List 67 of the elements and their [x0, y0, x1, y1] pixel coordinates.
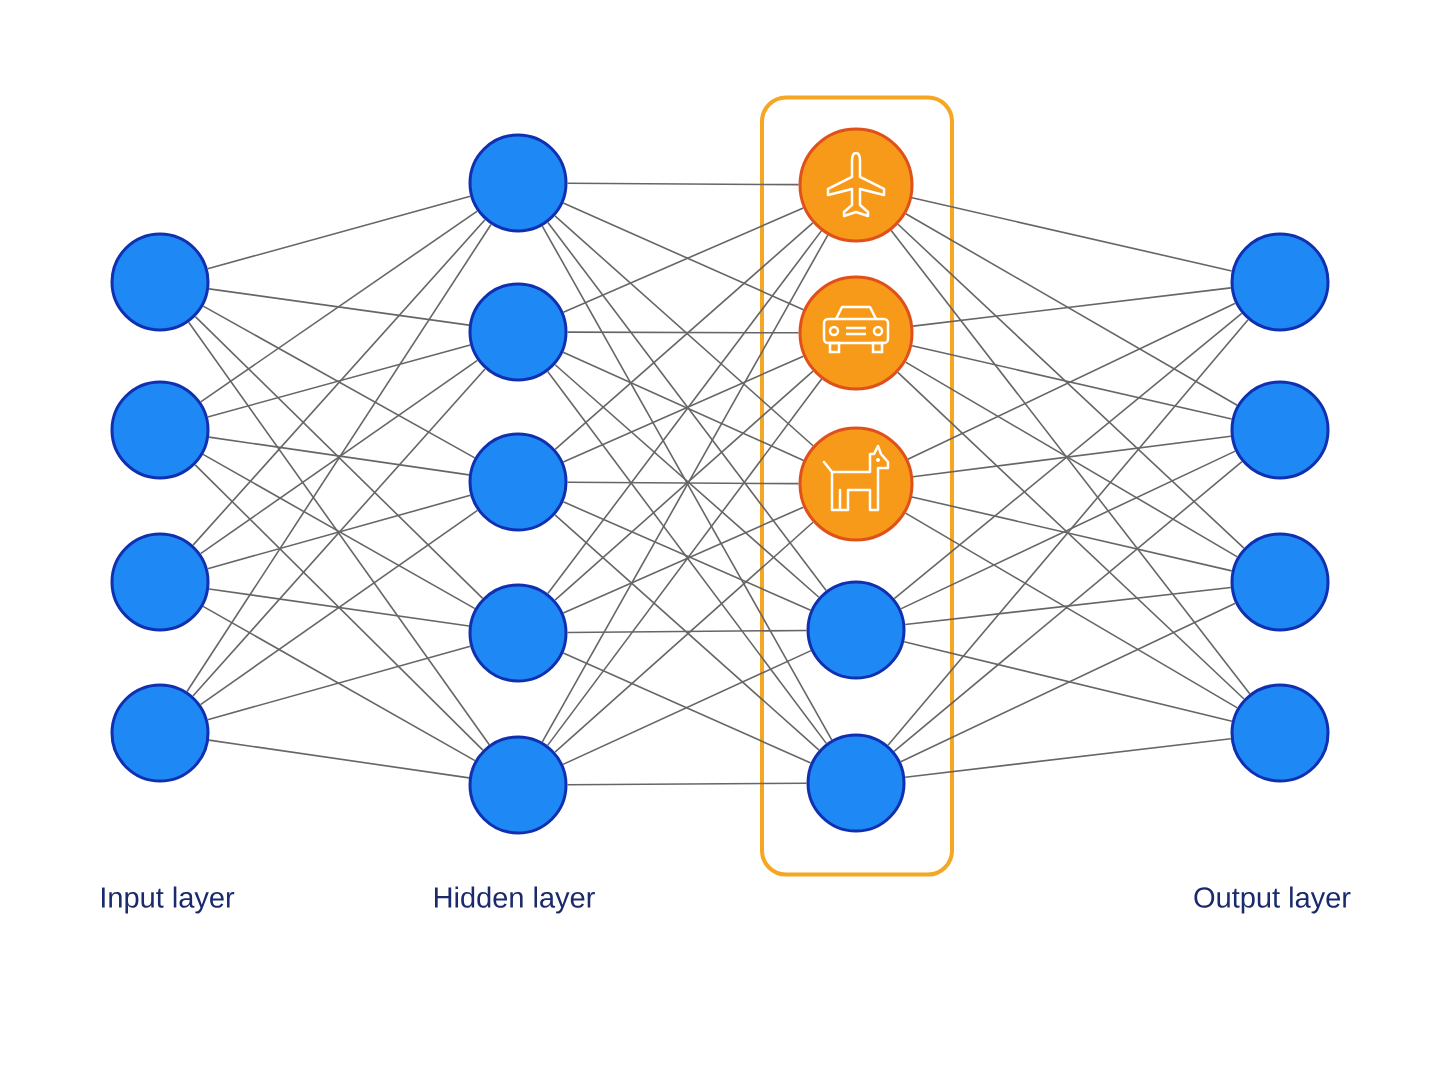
connection-line: [566, 629, 808, 634]
connection-line: [186, 223, 492, 693]
neuron-circle: [806, 580, 906, 680]
connection-line: [897, 223, 1245, 549]
neuron-circle: [1230, 532, 1330, 632]
connection-line: [192, 368, 486, 697]
neuron-circle: [1230, 683, 1330, 783]
connection-line: [566, 481, 800, 485]
connection-line: [206, 344, 472, 418]
neuron-circle: [1230, 232, 1330, 332]
neuron-circle: [806, 733, 906, 833]
connection-line: [566, 331, 800, 334]
neuron-circle: [110, 380, 210, 480]
icon-node: [798, 275, 914, 391]
connection-line: [566, 782, 808, 786]
connection-line: [900, 450, 1237, 610]
connection-line: [911, 197, 1233, 272]
icon-node: [798, 426, 914, 542]
neuron-circle: [468, 735, 568, 835]
connection-line: [208, 436, 470, 476]
connection-line: [194, 464, 484, 751]
neuron-circle: [110, 232, 210, 332]
connection-line: [202, 605, 476, 762]
connection-line: [199, 359, 479, 555]
connection-line: [905, 212, 1238, 407]
highlight-box: [760, 95, 954, 877]
neuron-circle: [468, 583, 568, 683]
connection-line: [199, 509, 479, 706]
connection-line: [897, 371, 1245, 700]
neuron-circle: [468, 133, 568, 233]
connection-line: [202, 305, 476, 459]
connection-line: [199, 210, 479, 403]
layer-label: Hidden layer: [435, 886, 595, 914]
neuron-circle: [110, 532, 210, 632]
neuron-circle: [468, 282, 568, 382]
layer-label: Input layer: [102, 886, 235, 914]
connection-line: [206, 195, 472, 270]
connection-line: [904, 738, 1232, 778]
neuron-circle: [110, 683, 210, 783]
connection-line: [904, 361, 1239, 558]
connection-line: [903, 640, 1233, 723]
connection-line: [192, 219, 486, 546]
connection-line: [904, 512, 1239, 709]
connection-line: [912, 287, 1232, 327]
connection-line: [566, 182, 800, 186]
connection-line: [912, 435, 1232, 478]
layer-label: Output layer: [1194, 886, 1351, 914]
neuron-circle: [1230, 380, 1330, 480]
connection-line: [206, 494, 472, 570]
connection-line: [899, 602, 1237, 763]
connection-line: [893, 312, 1243, 600]
icon-node: [798, 127, 914, 243]
neuron-circle: [468, 432, 568, 532]
connection-line: [194, 315, 484, 600]
connection-line: [202, 453, 476, 610]
connection-line: [911, 496, 1233, 572]
connection-line: [890, 229, 1251, 695]
connection-line: [893, 460, 1243, 753]
connection-line: [887, 318, 1249, 746]
connection-line: [208, 288, 470, 326]
connection-line: [911, 345, 1233, 420]
connection-line: [206, 645, 472, 721]
connection-line: [187, 321, 491, 746]
connection-line: [904, 586, 1232, 626]
connection-line: [208, 739, 470, 779]
connection-line: [208, 588, 470, 627]
connection-line: [907, 302, 1237, 461]
